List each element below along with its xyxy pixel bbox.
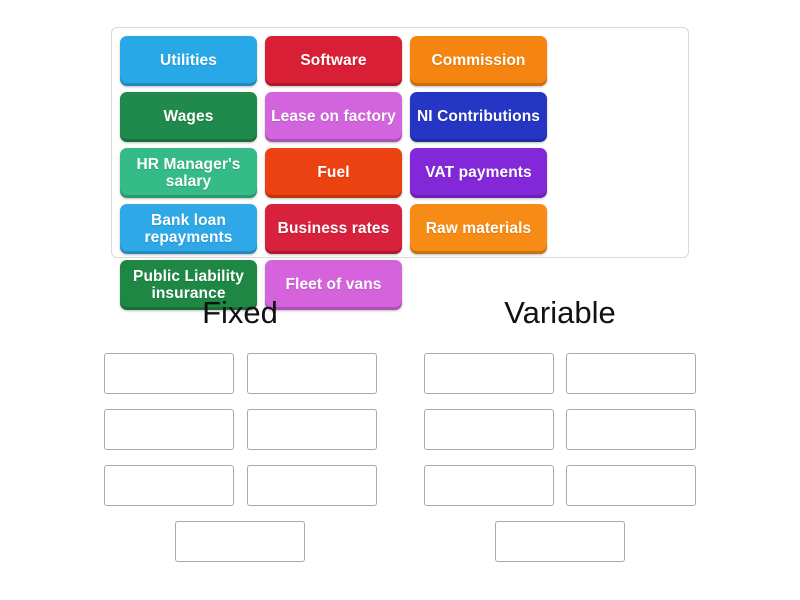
drop-zone-variable-3[interactable]	[424, 409, 554, 450]
drop-zone-fixed-1[interactable]	[104, 353, 234, 394]
drop-zone-variable-7[interactable]	[495, 521, 625, 562]
tile-label: Wages	[163, 108, 214, 126]
tile[interactable]: Lease on factory	[265, 92, 402, 142]
drop-zone-variable-6[interactable]	[566, 465, 696, 506]
tile-label: Fleet of vans	[285, 276, 382, 294]
drop-zone-fixed-6[interactable]	[247, 465, 377, 506]
tile-label: Utilities	[160, 52, 217, 70]
tile-label: Lease on factory	[271, 108, 396, 126]
tile[interactable]: Bank loan repayments	[120, 204, 257, 254]
tile-label: HR Manager's salary	[136, 155, 241, 190]
tile-label: Raw materials	[425, 220, 532, 238]
column-heading-fixed: Fixed	[202, 295, 278, 330]
tile[interactable]: Raw materials	[410, 204, 547, 254]
tile[interactable]: Software	[265, 36, 402, 86]
drop-zone-fixed-5[interactable]	[104, 465, 234, 506]
drop-zone-fixed-4[interactable]	[247, 409, 377, 450]
drop-zone-variable-4[interactable]	[566, 409, 696, 450]
tile-label: NI Contributions	[417, 108, 540, 126]
drop-zone-variable-2[interactable]	[566, 353, 696, 394]
tile-label: VAT payments	[425, 164, 532, 182]
tile-label: Public Liability insurance	[133, 267, 244, 302]
tile-label: Software	[300, 52, 367, 70]
tile[interactable]: Business rates	[265, 204, 402, 254]
tile[interactable]: Utilities	[120, 36, 257, 86]
tile[interactable]: Commission	[410, 36, 547, 86]
drop-zone-variable-1[interactable]	[424, 353, 554, 394]
tile[interactable]: Fuel	[265, 148, 402, 198]
tile[interactable]: Fleet of vans	[265, 260, 402, 310]
tile[interactable]: Wages	[120, 92, 257, 142]
drop-zone-fixed-2[interactable]	[247, 353, 377, 394]
tile[interactable]: Public Liability insurance	[120, 260, 257, 310]
tile-label: Business rates	[277, 220, 390, 238]
column-heading-variable: Variable	[504, 295, 616, 330]
tile[interactable]: VAT payments	[410, 148, 547, 198]
drop-zone-fixed-3[interactable]	[104, 409, 234, 450]
drop-zone-fixed-7[interactable]	[175, 521, 305, 562]
tile-label: Commission	[431, 52, 526, 70]
drop-zone-variable-5[interactable]	[424, 465, 554, 506]
tile[interactable]: NI Contributions	[410, 92, 547, 142]
tile[interactable]: HR Manager's salary	[120, 148, 257, 198]
tile-label: Fuel	[317, 164, 350, 182]
tile-label: Bank loan repayments	[144, 211, 233, 246]
